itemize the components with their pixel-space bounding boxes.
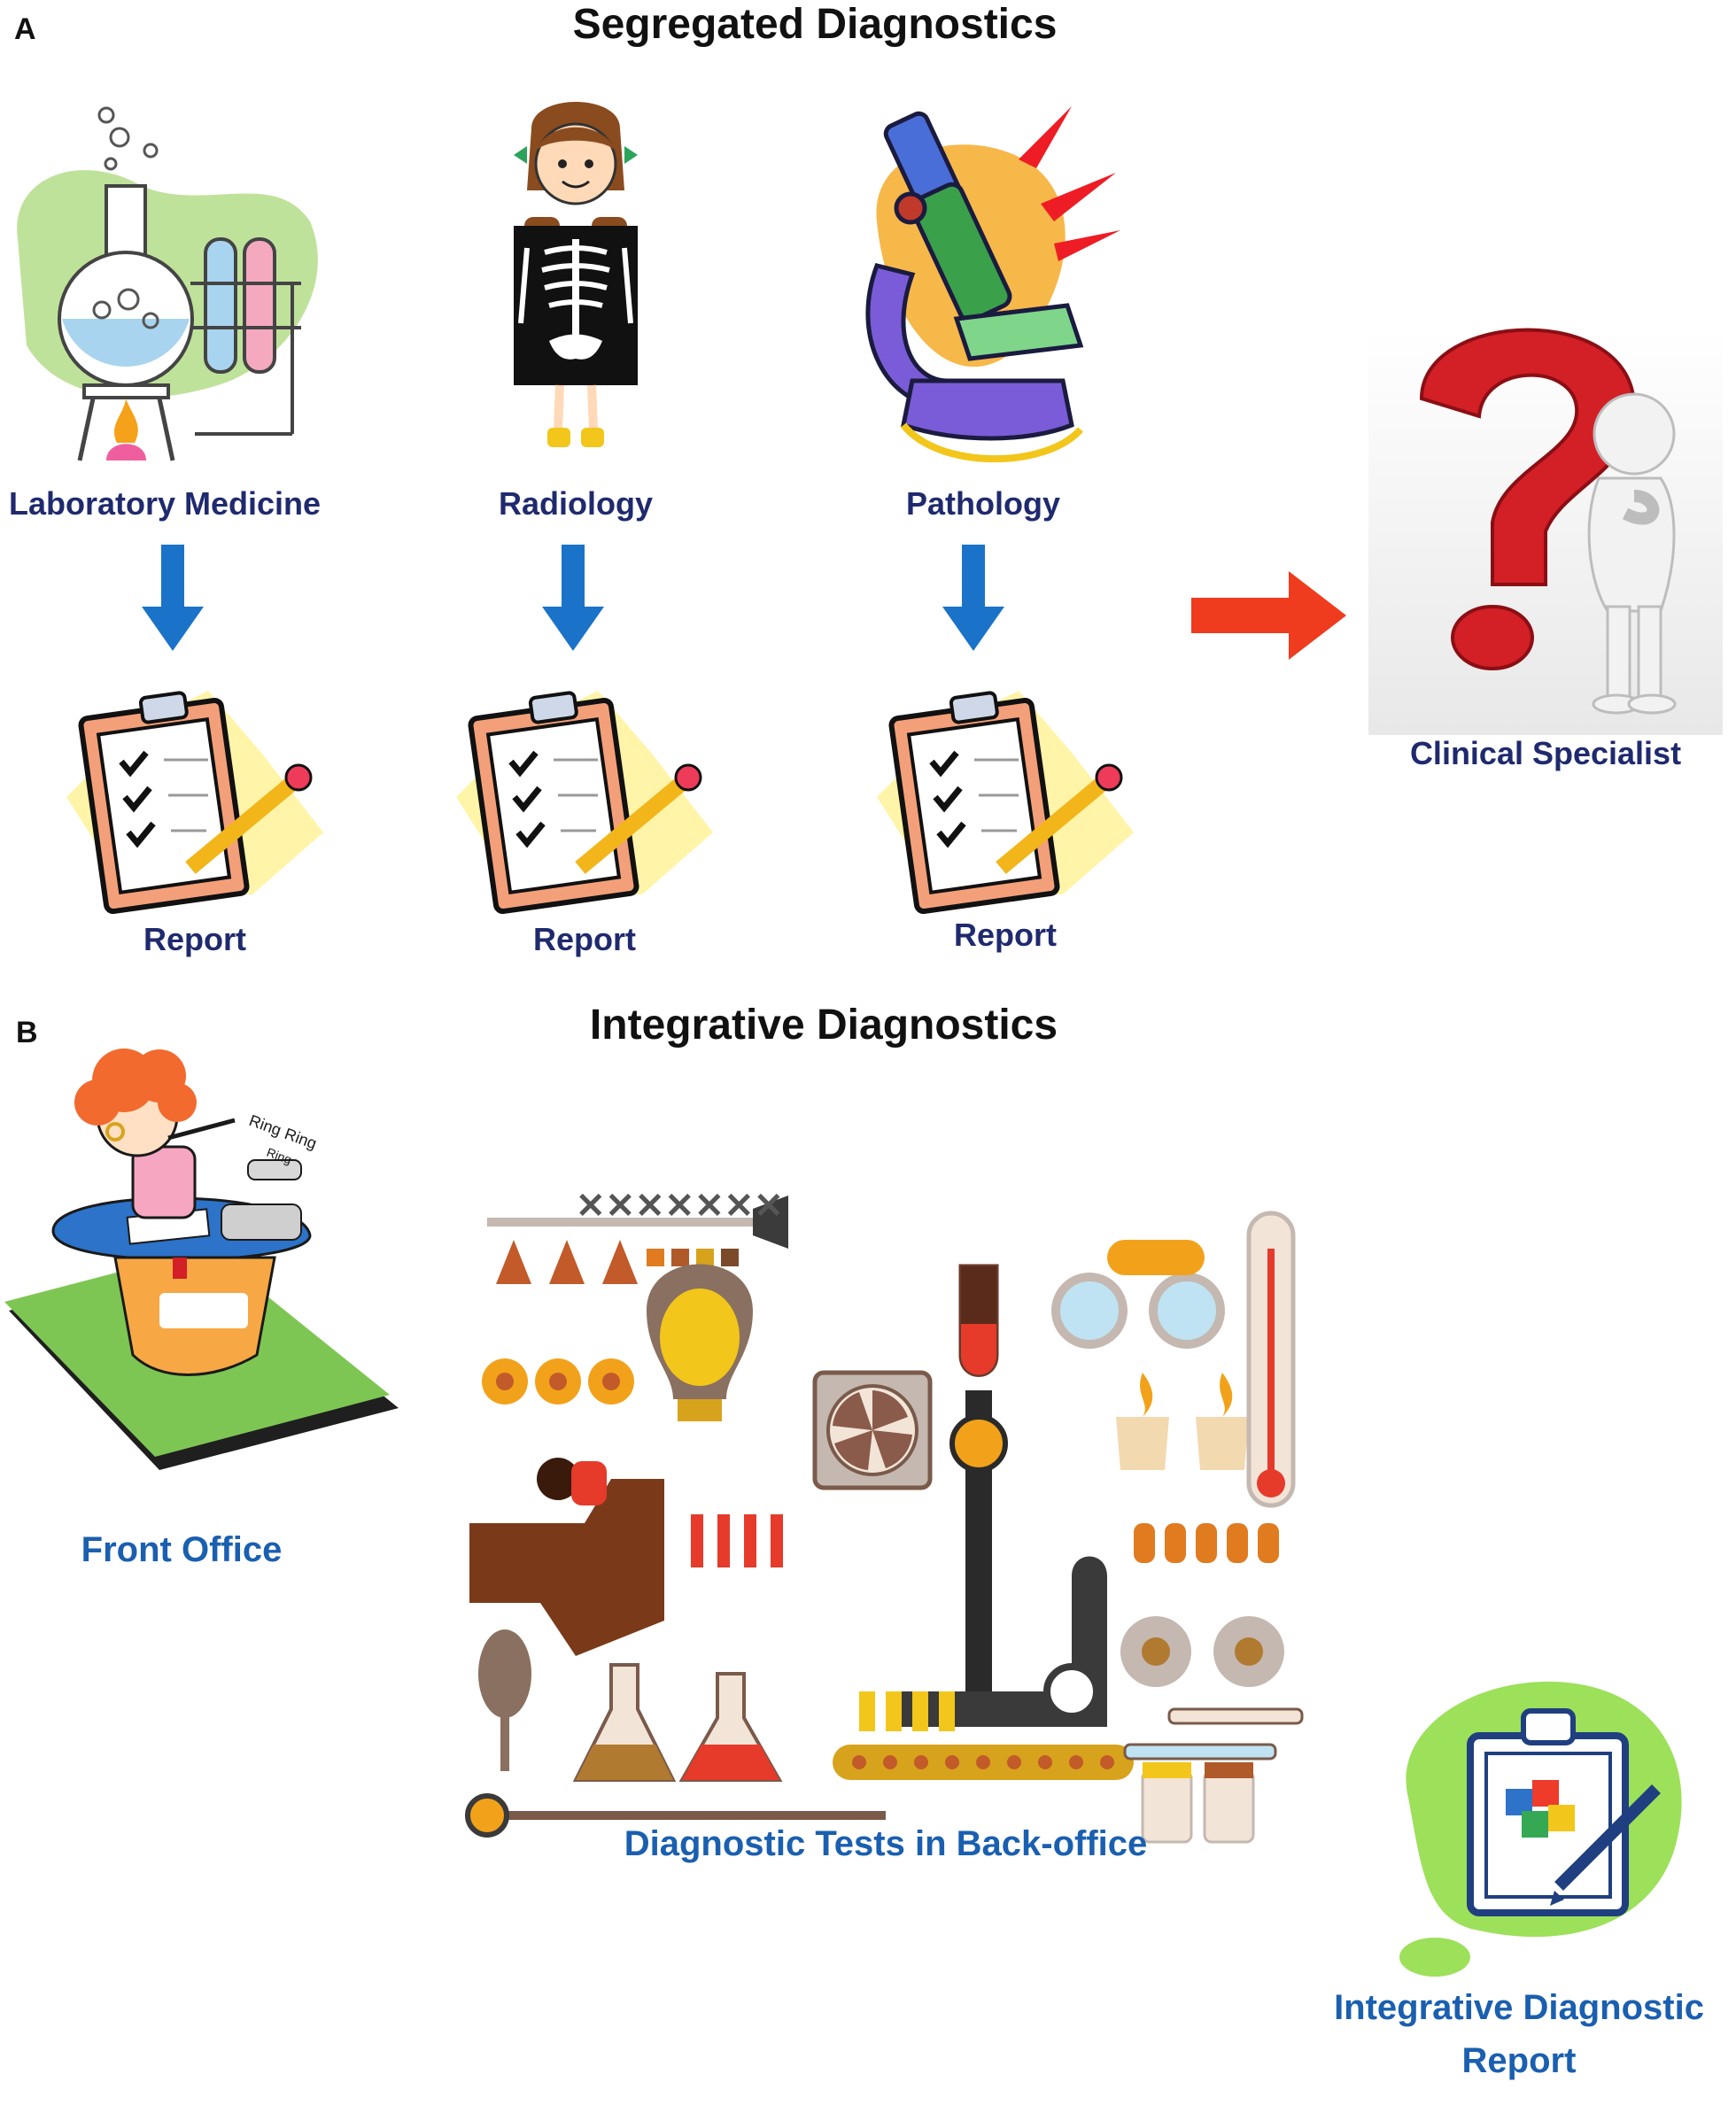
ring-text: Ring [247, 1111, 284, 1139]
report-label-radiology: Report [533, 921, 636, 957]
lab-flask-icon [9, 89, 328, 469]
question-mark-person-icon [1368, 292, 1723, 735]
report-label-pathology: Report [954, 917, 1057, 953]
lab-medicine-label: Laboratory Medicine [8, 485, 322, 522]
clinical-specialist-label: Clinical Specialist [1409, 735, 1682, 771]
down-arrow-icon [542, 545, 604, 651]
panel-a-title: Segregated Diagnostics [572, 1, 1058, 48]
integrative-report-label-line2: Report [1461, 2041, 1577, 2080]
microscope-icon [850, 89, 1143, 478]
panel-b-title: Integrative Diagnostics [589, 1002, 1058, 1049]
report-clipboard-icon [447, 673, 722, 915]
clipboard-puzzle-icon [1373, 1656, 1709, 1984]
xray-girl-icon [496, 93, 655, 456]
down-arrow-icon [942, 545, 1004, 651]
receptionist-icon: Ring Ring Ring [0, 1049, 407, 1497]
panel-b-letter: B [16, 1016, 38, 1049]
svg-text:✕✕✕✕✕✕✕: ✕✕✕✕✕✕✕ [576, 1187, 784, 1226]
report-clipboard-icon [58, 673, 332, 915]
down-arrow-icon [142, 545, 204, 651]
ring-text: Ring [283, 1125, 320, 1152]
front-office-label: Front Office [81, 1530, 283, 1569]
panel-a-letter: A [14, 12, 36, 46]
pathology-label: Pathology [905, 485, 1060, 522]
integrative-report-label-line1: Integrative Diagnostic [1334, 1988, 1704, 2027]
report-label-lab: Report [143, 921, 246, 957]
right-arrow-icon [1191, 571, 1346, 660]
radiology-label: Radiology [498, 485, 653, 522]
lab-machinery-icon: ✕✕✕✕✕✕✕ [465, 1178, 1311, 1851]
back-office-label: Diagnostic Tests in Back-office [624, 1824, 1148, 1863]
report-clipboard-icon [868, 673, 1143, 915]
